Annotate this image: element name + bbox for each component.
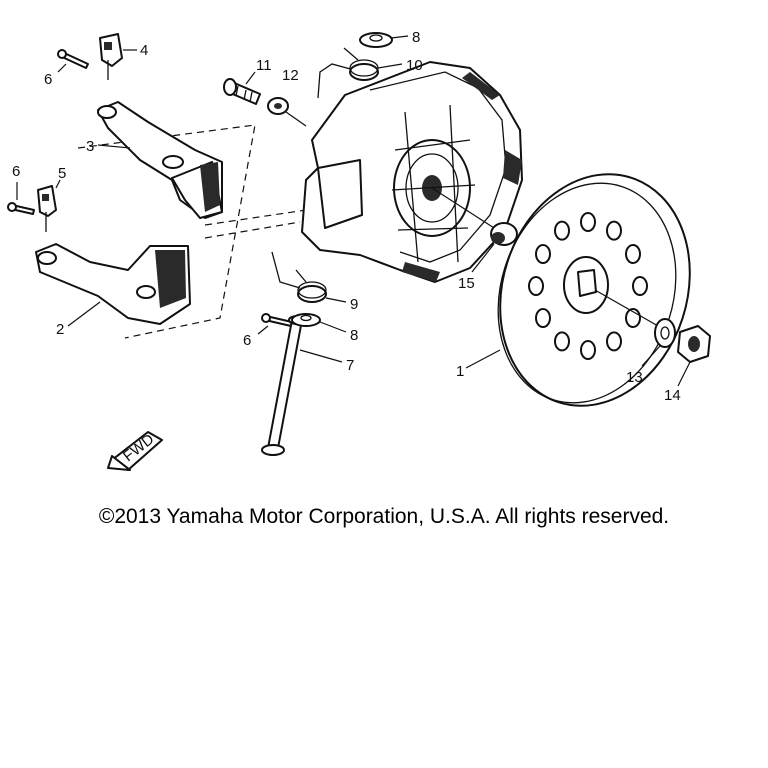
disc-hole (580, 340, 596, 360)
upper-bracket (99, 33, 123, 80)
seal-15 (490, 222, 518, 246)
disc-hole (535, 308, 551, 328)
nut-12 (267, 97, 307, 127)
lower-bracket (37, 185, 57, 232)
copyright-notice: ©2013 Yamaha Motor Corporation, U.S.A. A… (98, 505, 670, 528)
disc-hole (625, 244, 641, 264)
callout-8: 8 (412, 29, 420, 46)
callout-11: 11 (256, 57, 272, 74)
callout-6: 6 (243, 332, 251, 349)
upper-arm (97, 101, 223, 219)
callout-6: 6 (12, 163, 20, 180)
callout-8: 8 (350, 327, 358, 344)
nut-14 (677, 325, 711, 363)
disc-hole (580, 212, 596, 232)
pivot-pin (261, 315, 306, 456)
parts-diagram: FWD 1 2 3 4 5 6 6 6 7 8 8 9 10 11 1 (7, 29, 711, 471)
callout-4: 4 (140, 42, 148, 59)
caliper-bolt (223, 78, 261, 105)
callout-1: 1 (456, 363, 464, 380)
fwd-arrow: FWD (107, 431, 163, 471)
lower-arm (35, 243, 191, 325)
callout-13: 13 (626, 369, 643, 386)
disc-hole (606, 331, 622, 352)
callout-7: 7 (346, 357, 354, 374)
washer-13 (654, 318, 676, 348)
callout-6: 6 (44, 71, 52, 88)
callout-15: 15 (458, 275, 475, 292)
washers (291, 32, 393, 327)
callout-14: 14 (664, 387, 681, 404)
disc-hole (528, 276, 544, 296)
torsion-springs (271, 47, 379, 303)
callout-numbers: 1 2 3 4 5 6 6 6 7 8 8 9 10 11 12 13 14 1… (12, 29, 681, 404)
disc-hole (606, 220, 622, 241)
leader-lines (16, 35, 691, 387)
brake-disc (497, 173, 691, 407)
callout-12: 12 (282, 67, 299, 84)
callout-10: 10 (406, 57, 423, 74)
disc-hole (554, 220, 570, 241)
caliper-housing (301, 61, 523, 283)
callout-3: 3 (86, 138, 94, 155)
disc-hole (535, 244, 551, 264)
callout-5: 5 (58, 165, 66, 182)
callout-9: 9 (350, 296, 358, 313)
callout-2: 2 (56, 321, 64, 338)
disc-hole (554, 331, 570, 352)
small-bolts (7, 49, 293, 327)
disc-hole (632, 276, 648, 296)
